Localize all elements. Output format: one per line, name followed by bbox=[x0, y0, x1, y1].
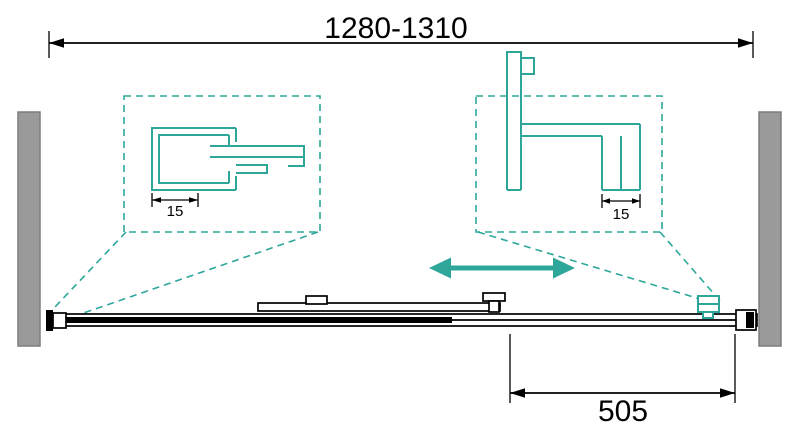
slide-direction-arrow-icon bbox=[429, 257, 575, 279]
corner-roller-bracket bbox=[697, 295, 720, 319]
arrow-right-icon bbox=[189, 197, 198, 203]
roller-bracket bbox=[482, 292, 506, 313]
left-bracket-bar bbox=[46, 310, 53, 331]
profile-arm-hook bbox=[288, 157, 305, 167]
profile-arm bbox=[210, 145, 305, 158]
left-profile-drawing bbox=[151, 127, 305, 191]
door-width-dimension: 505 bbox=[509, 334, 736, 428]
profile-vertical-post bbox=[506, 51, 522, 191]
left-end-bracket bbox=[46, 310, 67, 331]
right-wall bbox=[758, 111, 782, 347]
door-width-label: 505 bbox=[598, 395, 648, 428]
left-bracket-clip bbox=[52, 312, 67, 329]
arrow-right-icon bbox=[632, 198, 640, 204]
right-callout-leader-lower bbox=[659, 231, 723, 304]
arrow-left-icon bbox=[510, 388, 525, 398]
profile-outer-channel bbox=[151, 127, 236, 191]
arrow-left-icon bbox=[49, 38, 64, 48]
arrow-right-icon bbox=[738, 38, 753, 48]
right-profile-drawing bbox=[506, 51, 641, 191]
corner-bracket-foot bbox=[702, 311, 714, 319]
right-bracket-fill bbox=[746, 312, 754, 328]
roller-bracket-stem bbox=[488, 300, 500, 313]
arrow-left-icon bbox=[152, 197, 161, 203]
roller-bracket-top bbox=[482, 292, 506, 302]
left-callout-box bbox=[123, 95, 321, 233]
arrow-shaft bbox=[448, 265, 556, 271]
right-callout-leader-upper bbox=[477, 231, 701, 300]
profile-top-hook bbox=[521, 57, 535, 75]
right-profile-depth-dimension: 15 bbox=[601, 194, 641, 223]
left-profile-depth-label: 15 bbox=[167, 203, 184, 220]
right-end-bracket bbox=[735, 309, 757, 331]
arrow-right-icon bbox=[720, 388, 735, 398]
panel-clip bbox=[305, 295, 328, 305]
fixed-panel-glass bbox=[60, 317, 452, 323]
right-profile-depth-label: 15 bbox=[613, 206, 630, 223]
profile-lower-arm bbox=[236, 164, 268, 174]
overall-width-label: 1280-1310 bbox=[324, 12, 467, 45]
left-wall bbox=[17, 111, 41, 347]
left-callout-leader-lower bbox=[71, 231, 319, 318]
left-profile-depth-dimension: 15 bbox=[151, 193, 199, 220]
left-callout-leader-upper bbox=[53, 231, 127, 309]
left-detail-callout: 15 bbox=[53, 95, 321, 318]
right-detail-callout: 15 bbox=[475, 51, 723, 304]
profile-inner-channel bbox=[158, 134, 229, 184]
right-callout-box bbox=[475, 95, 663, 233]
arrow-left-icon bbox=[602, 198, 610, 204]
arrowhead-left bbox=[429, 257, 451, 279]
arrowhead-right bbox=[553, 257, 575, 279]
door-assembly bbox=[46, 292, 758, 331]
overall-width-dimension: 1280-1310 bbox=[48, 12, 754, 58]
sliding-panel-top-view bbox=[257, 302, 501, 312]
